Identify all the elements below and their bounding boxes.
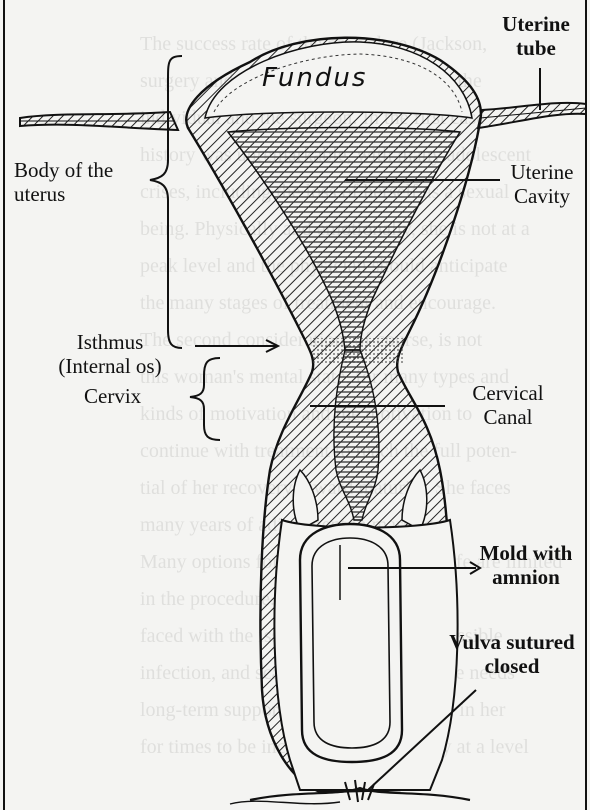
uterine-tube-line-2: tube bbox=[488, 36, 584, 60]
isthmus-line-1: Isthmus bbox=[20, 330, 200, 354]
label-vulva-sutured: Vulva sutured closed bbox=[436, 630, 588, 678]
label-cervical-canal: Cervical Canal bbox=[450, 381, 566, 429]
label-uterine-cavity: Uterine Cavity bbox=[500, 160, 584, 208]
label-cervix: Cervix bbox=[84, 384, 141, 408]
vulva-line-1: Vulva sutured bbox=[436, 630, 588, 654]
mold-line-1: Mold with bbox=[466, 541, 586, 565]
canal-line-2: Canal bbox=[450, 405, 566, 429]
canal-line-1: Cervical bbox=[450, 381, 566, 405]
cavity-line-2: Cavity bbox=[500, 184, 584, 208]
label-body-of-uterus: Body of the uterus bbox=[14, 158, 113, 206]
cavity-line-1: Uterine bbox=[500, 160, 584, 184]
isthmus-line-2: (Internal os) bbox=[20, 354, 200, 378]
body-line-1: Body of the bbox=[14, 158, 113, 182]
label-uterine-tube: Uterine tube bbox=[488, 12, 584, 60]
label-isthmus: Isthmus (Internal os) bbox=[20, 330, 200, 378]
body-line-2: uterus bbox=[14, 182, 113, 206]
mold-line-2: amnion bbox=[466, 565, 586, 589]
label-fundus: Fundus bbox=[262, 66, 367, 90]
uterine-tube-line-1: Uterine bbox=[488, 12, 584, 36]
label-mold-with-amnion: Mold with amnion bbox=[466, 541, 586, 589]
vulva-line-2: closed bbox=[436, 654, 588, 678]
